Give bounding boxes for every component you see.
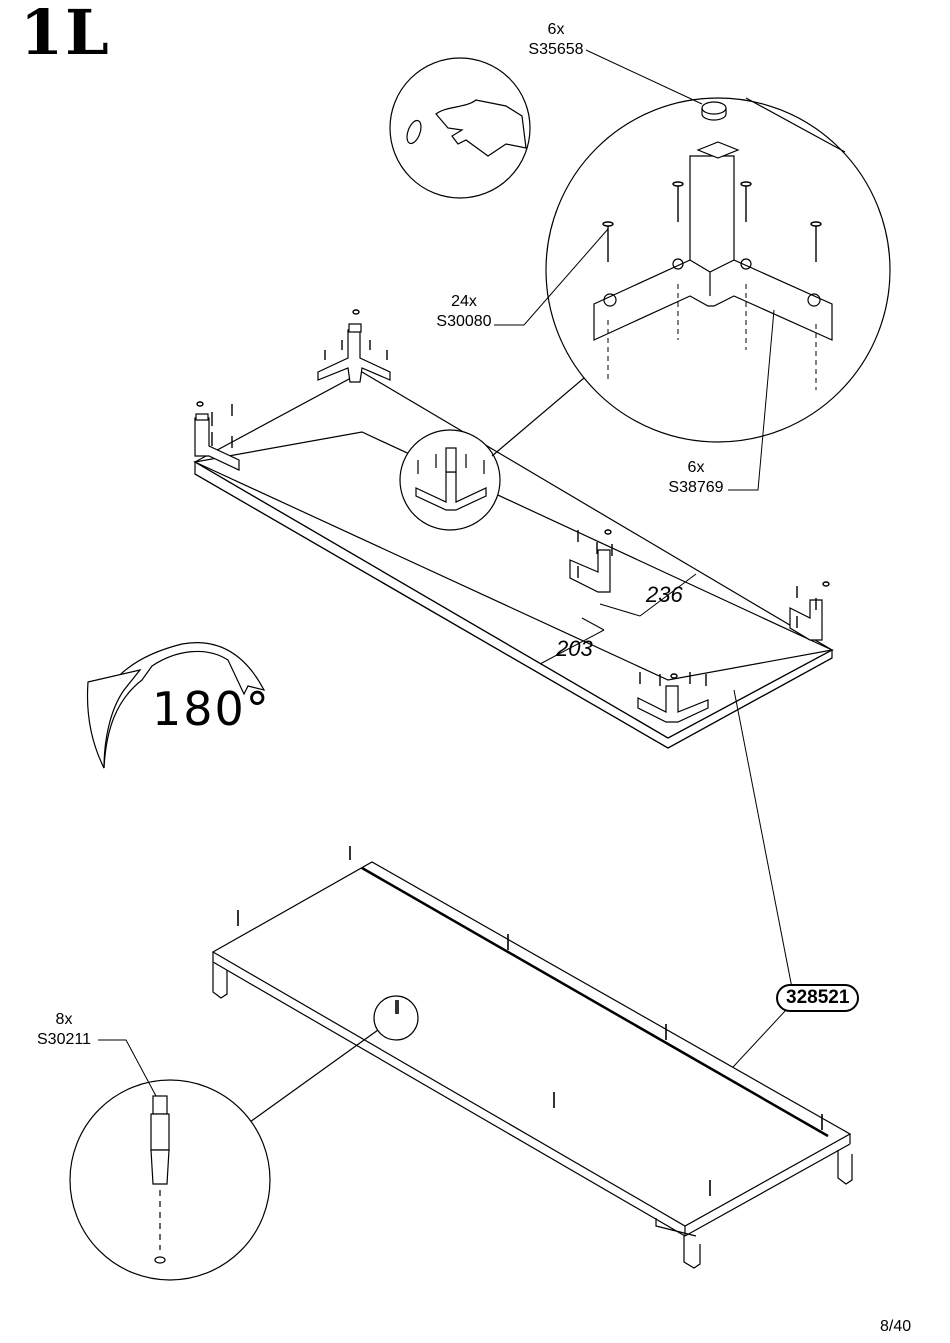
callout-leg: 6x S38769 bbox=[656, 458, 736, 498]
leg-code: S38769 bbox=[668, 479, 724, 496]
pad-quantity: 6x bbox=[547, 21, 565, 38]
leg-bracket bbox=[317, 323, 391, 383]
detail-circle-small bbox=[399, 377, 585, 531]
small-circle-bottom bbox=[249, 995, 419, 1123]
part-number-badge: 328521 bbox=[776, 984, 860, 1012]
callout-screw: 24x S30080 bbox=[424, 292, 504, 332]
callout-pad: 6x S35658 bbox=[516, 20, 596, 60]
cam-quantity: 8x bbox=[55, 1011, 73, 1028]
step-number: 1L bbox=[20, 0, 111, 69]
callout-cam: 8x S30211 bbox=[24, 1010, 104, 1050]
rotation-arrow bbox=[86, 642, 266, 769]
screw-quantity: 24x bbox=[451, 293, 477, 310]
cam-dowels bbox=[237, 846, 823, 1196]
leg-quantity: 6x bbox=[687, 459, 705, 476]
cam-code: S30211 bbox=[37, 1031, 91, 1048]
leg-bracket bbox=[569, 549, 611, 593]
screw-markers bbox=[196, 309, 830, 686]
top-board bbox=[193, 371, 834, 749]
pad-code: S35658 bbox=[528, 41, 584, 58]
dimension-b: 203 bbox=[556, 636, 593, 661]
rotation-label: 180° bbox=[152, 682, 271, 736]
page-number: 8/40 bbox=[880, 1318, 912, 1335]
hand-hint-circle bbox=[389, 57, 531, 199]
dimension-lines bbox=[539, 573, 697, 665]
leg-bracket bbox=[194, 413, 240, 471]
screw-code: S30080 bbox=[436, 313, 492, 330]
leg-bracket bbox=[637, 685, 709, 723]
detail-circle-cam bbox=[69, 1039, 271, 1281]
detail-circle-large bbox=[545, 97, 891, 443]
bottom-board bbox=[211, 861, 853, 1269]
dimension-a: 236 bbox=[646, 582, 683, 607]
leg-bracket bbox=[789, 599, 823, 641]
